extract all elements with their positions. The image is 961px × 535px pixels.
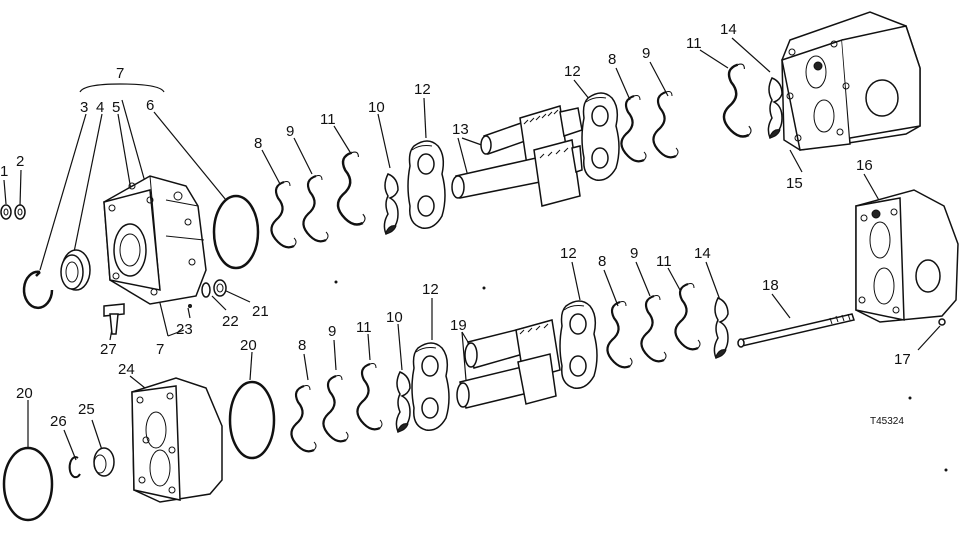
wear-plate-parts <box>407 92 620 431</box>
seal-part-11-d <box>356 362 383 431</box>
reference-code: T45324 <box>870 416 904 427</box>
label-6: 6 <box>146 97 154 114</box>
ring-part-22 <box>201 282 211 298</box>
label-9-b: 9 <box>642 45 650 62</box>
rear-body-part-16 <box>855 189 959 323</box>
label-22: 22 <box>222 313 239 330</box>
gear-shafts-part-13 <box>451 105 583 207</box>
label-8-b: 8 <box>608 51 616 68</box>
o-ring-part-20a <box>2 446 54 522</box>
bearing-part-25 <box>93 447 115 477</box>
speck <box>334 280 338 284</box>
seal-part-21 <box>213 279 227 297</box>
label-5: 5 <box>112 99 120 116</box>
dowel-part-17 <box>938 318 946 326</box>
label-12: 12 <box>414 81 431 98</box>
label-2: 2 <box>16 153 24 170</box>
clip-part-8-c <box>606 300 633 369</box>
label-17: 17 <box>894 351 911 368</box>
o-ring-part-20b <box>228 380 276 460</box>
label-21: 21 <box>252 303 269 320</box>
label-23: 23 <box>176 321 193 338</box>
label-14: 14 <box>720 21 737 38</box>
nut-part-1 <box>0 204 12 220</box>
clip-part-8-d <box>290 384 317 453</box>
snap-ring-part-3 <box>22 270 54 310</box>
label-16: 16 <box>856 157 873 174</box>
label-19: 19 <box>450 317 467 334</box>
label-9: 9 <box>286 123 294 140</box>
label-10-b: 10 <box>386 309 403 326</box>
clip-parts <box>270 63 783 453</box>
label-3: 3 <box>80 99 88 116</box>
label-9-d: 9 <box>328 323 336 340</box>
retainer-part-14-b <box>713 297 729 360</box>
label-9-c: 9 <box>630 245 638 262</box>
label-24: 24 <box>118 361 135 378</box>
retainer-part-10 <box>383 173 399 236</box>
label-11: 11 <box>320 111 336 128</box>
rear-body-part-15 <box>781 11 921 151</box>
label-12-b: 12 <box>564 63 581 80</box>
clip-part-9-b <box>652 90 679 159</box>
label-25: 25 <box>78 401 95 418</box>
label-18: 18 <box>762 277 779 294</box>
label-8-c: 8 <box>598 253 606 270</box>
label-20-b: 20 <box>240 337 257 354</box>
label-7-bottom: 7 <box>156 341 164 358</box>
bolt-part-27 <box>103 303 125 335</box>
label-12-c: 12 <box>560 245 577 262</box>
clip-part-9 <box>302 174 329 243</box>
pin-part-23 <box>188 304 192 308</box>
wear-plate-part-12-c <box>559 300 598 389</box>
label-11-c: 11 <box>656 253 672 270</box>
front-housing-part-24 <box>131 377 223 503</box>
label-26: 26 <box>50 413 67 430</box>
seal-part-4 <box>60 249 91 291</box>
wear-plate-part-12-b <box>581 92 620 181</box>
retainer-part-10-b <box>395 371 411 434</box>
label-14-b: 14 <box>694 245 711 262</box>
speck <box>944 468 948 472</box>
label-11-d: 11 <box>356 319 372 336</box>
seal-part-11-c <box>674 282 701 351</box>
o-ring-part-6 <box>212 194 260 270</box>
label-12-d: 12 <box>422 281 439 298</box>
front-cover-part-7 <box>103 175 207 305</box>
label-4: 4 <box>96 99 104 116</box>
clip-part-8 <box>270 180 297 249</box>
retainer-part-14 <box>767 77 783 140</box>
gear-shafts-part-19 <box>456 319 561 409</box>
washer-part-2 <box>14 204 26 220</box>
speck <box>482 286 486 290</box>
snap-ring-part-26 <box>68 456 81 479</box>
clip-part-9-d <box>322 374 349 443</box>
label-10: 10 <box>368 99 385 116</box>
label-27: 27 <box>100 341 117 358</box>
label-8-d: 8 <box>298 337 306 354</box>
wear-plate-part-12-d <box>411 342 450 431</box>
wear-plate-part-12 <box>407 140 446 229</box>
seal-part-11 <box>336 151 366 226</box>
label-15: 15 <box>786 175 803 192</box>
label-13: 13 <box>452 121 469 138</box>
label-11-b: 11 <box>686 35 702 52</box>
stud-part-18 <box>737 313 855 348</box>
speck <box>908 396 912 400</box>
seal-part-11-b <box>722 63 752 138</box>
clip-part-9-c <box>640 294 667 363</box>
label-20-a: 20 <box>16 385 33 402</box>
callout-labels: 1 2 7 3 4 5 6 8 9 11 10 12 13 12 8 9 11 … <box>0 21 911 430</box>
label-7-top: 7 <box>116 65 124 82</box>
label-8: 8 <box>254 135 262 152</box>
label-1: 1 <box>0 163 8 180</box>
clip-part-8-b <box>620 94 647 163</box>
